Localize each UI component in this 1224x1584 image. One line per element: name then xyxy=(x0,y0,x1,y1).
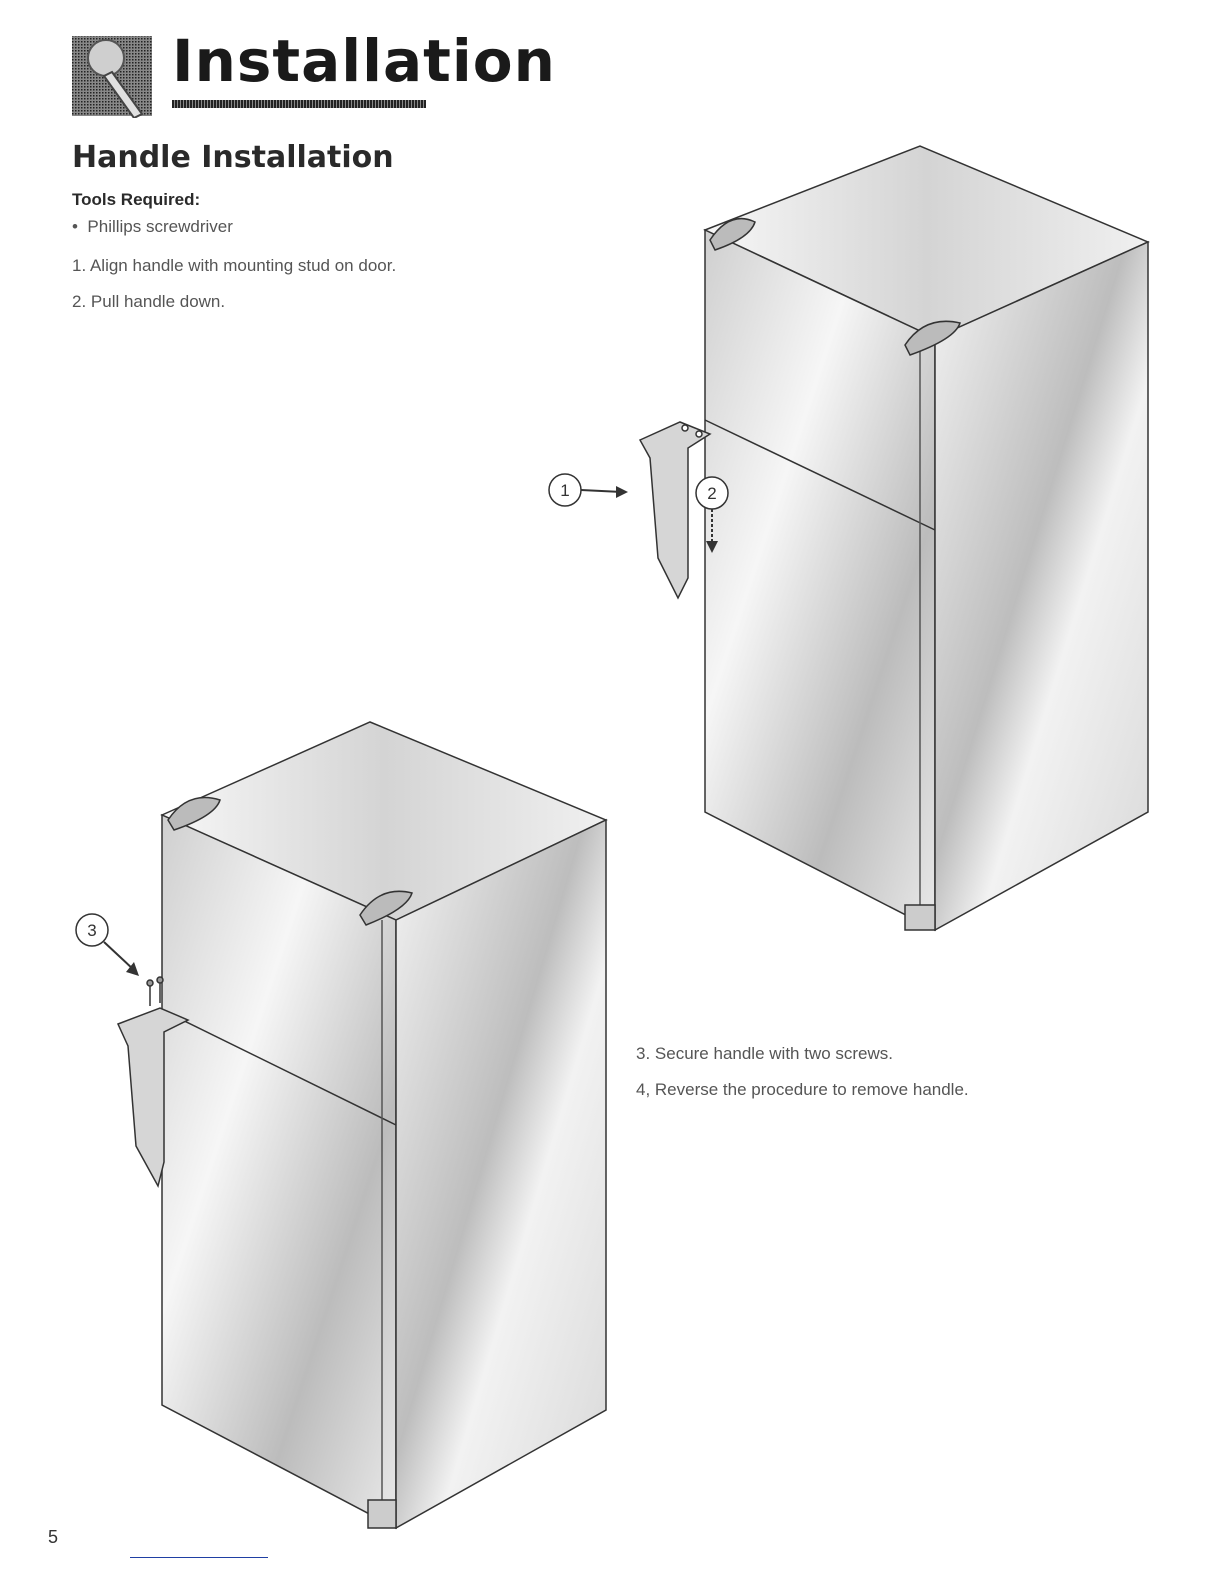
page-number: 5 xyxy=(48,1527,58,1548)
arrow-right-icon xyxy=(616,486,628,498)
refrigerator-top-right xyxy=(640,146,1148,930)
refrigerator-bottom-left xyxy=(118,722,606,1528)
callout-3-label: 3 xyxy=(87,921,96,940)
callout-3: 3 xyxy=(76,914,139,976)
footer-rule xyxy=(130,1557,268,1558)
callout-1-label: 1 xyxy=(560,481,569,500)
callout-1: 1 xyxy=(549,474,628,506)
callout-2-label: 2 xyxy=(707,484,716,503)
